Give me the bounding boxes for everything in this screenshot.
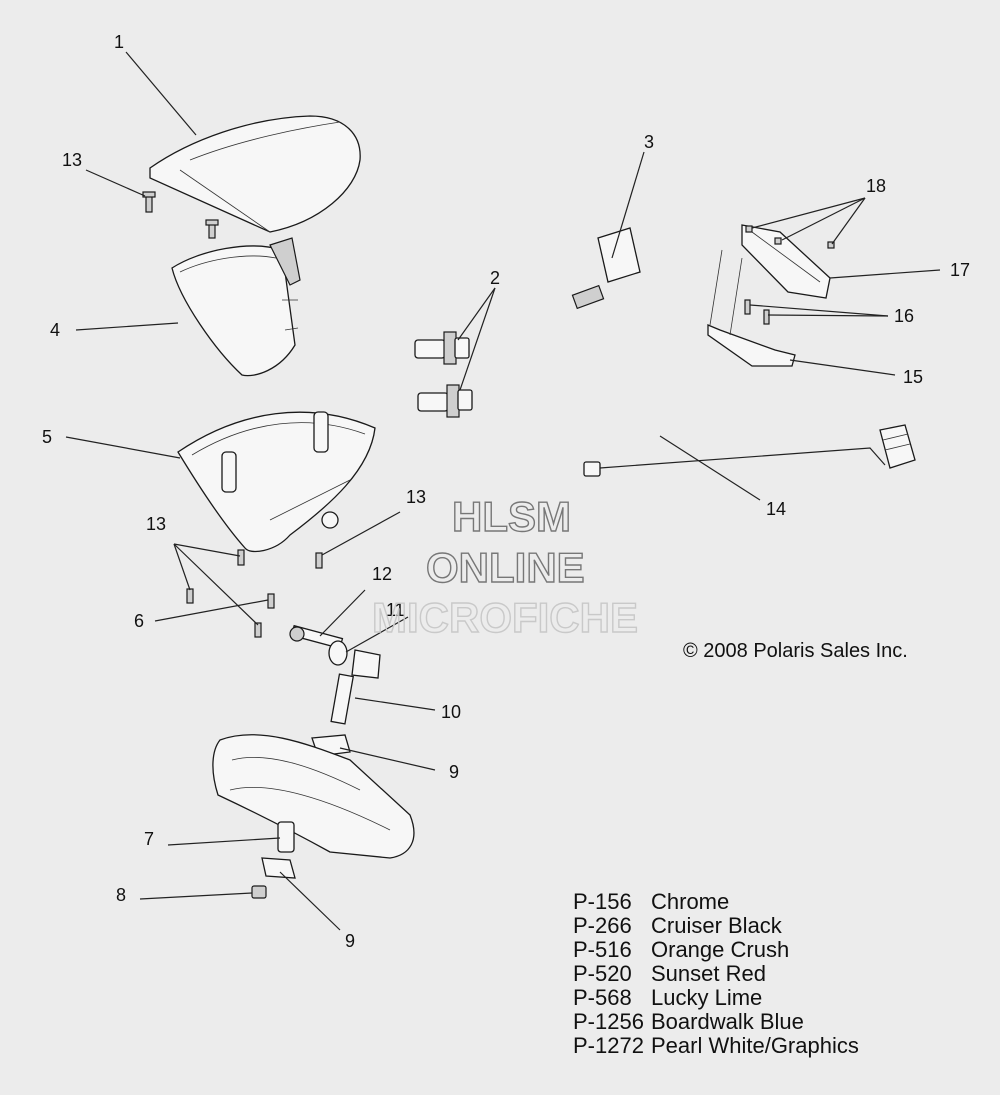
callout-13c: 13	[406, 487, 426, 507]
callout-numbers: 1 2 3 4 5 6 7 8 9 9 10 11 12 13 13 13 14…	[42, 32, 970, 951]
color-row: P-568 Lucky Lime	[573, 986, 859, 1010]
color-row: P-1256 Boardwalk Blue	[573, 1010, 859, 1034]
leader-lines	[65, 51, 941, 931]
callout-1: 1	[114, 32, 124, 52]
part-2-bulb-upper[interactable]	[414, 331, 470, 365]
callout-16: 16	[894, 306, 914, 326]
part-11-bushing[interactable]	[328, 640, 348, 666]
color-row: P-516 Orange Crush	[573, 938, 859, 962]
color-row: P-1272 Pearl White/Graphics	[573, 1034, 859, 1058]
screw-13b[interactable]	[205, 219, 219, 239]
color-row: P-266 Cruiser Black	[573, 914, 859, 938]
callout-18: 18	[866, 176, 886, 196]
part-14-wire-harness[interactable]	[583, 424, 916, 477]
callout-14: 14	[766, 499, 786, 519]
color-code: P-266	[573, 913, 632, 938]
part-16-screws[interactable]	[744, 299, 770, 325]
callout-6: 6	[134, 611, 144, 631]
part-17-control-module[interactable]	[741, 224, 831, 299]
color-code: P-516	[573, 937, 632, 962]
watermark: HLSM ONLINE MICROFICHE	[371, 492, 638, 641]
color-row: P-156 Chrome	[573, 890, 859, 914]
triple-clamp[interactable]	[212, 734, 415, 859]
color-name: Cruiser Black	[651, 913, 782, 938]
callout-2: 2	[490, 268, 500, 288]
callout-12: 12	[372, 564, 392, 584]
color-code: P-1256	[573, 1009, 644, 1034]
color-code: P-520	[573, 961, 632, 986]
color-code: P-1272	[573, 1033, 644, 1058]
color-name: Lucky Lime	[651, 985, 763, 1010]
watermark-line1: HLSM	[452, 493, 571, 540]
callout-17: 17	[950, 260, 970, 280]
screw-6[interactable]	[267, 593, 275, 609]
color-name: Boardwalk Blue	[651, 1009, 804, 1034]
callout-7: 7	[144, 829, 154, 849]
part-18-nuts[interactable]	[745, 225, 835, 249]
part-4-headlamp[interactable]	[171, 237, 301, 377]
part-1-headlight-cover[interactable]	[149, 115, 361, 233]
color-code: P-568	[573, 985, 632, 1010]
callout-9a: 9	[449, 762, 459, 782]
part-3-switch[interactable]	[571, 227, 641, 310]
part-9-grommet-lower[interactable]	[261, 857, 296, 879]
copyright-notice: © 2008 Polaris Sales Inc.	[683, 640, 908, 662]
watermark-line2: ONLINE	[426, 544, 585, 591]
part-10-mount[interactable]	[330, 649, 381, 725]
color-name: Pearl White/Graphics	[651, 1033, 859, 1058]
callout-8: 8	[116, 885, 126, 905]
part-2-bulb-lower[interactable]	[417, 384, 473, 418]
callout-11: 11	[386, 600, 405, 620]
part-7-spacer[interactable]	[277, 821, 295, 853]
color-code-list: P-156 Chrome P-266 Cruiser Black P-516 Oran…	[573, 890, 859, 1058]
color-code: P-156	[573, 889, 632, 914]
screw-13f[interactable]	[254, 622, 262, 638]
screw-13a[interactable]	[142, 191, 156, 213]
screw-13c[interactable]	[237, 549, 245, 566]
callout-13b: 13	[146, 514, 166, 534]
callout-9b: 9	[345, 931, 355, 951]
color-name: Orange Crush	[651, 937, 790, 962]
part-5-headlight-housing[interactable]	[177, 411, 376, 553]
color-row: P-520 Sunset Red	[573, 962, 859, 986]
part-8-nut[interactable]	[251, 885, 267, 899]
callout-15: 15	[903, 367, 923, 387]
callout-13a: 13	[62, 150, 82, 170]
screw-13e[interactable]	[186, 588, 194, 604]
color-name: Sunset Red	[651, 961, 766, 986]
color-name: Chrome	[651, 889, 730, 914]
callout-4: 4	[50, 320, 60, 340]
callout-5: 5	[42, 427, 52, 447]
callout-10: 10	[441, 702, 461, 722]
screw-13d[interactable]	[315, 552, 323, 569]
watermark-line3: MICROFICHE	[372, 594, 638, 641]
callout-3: 3	[644, 132, 654, 152]
